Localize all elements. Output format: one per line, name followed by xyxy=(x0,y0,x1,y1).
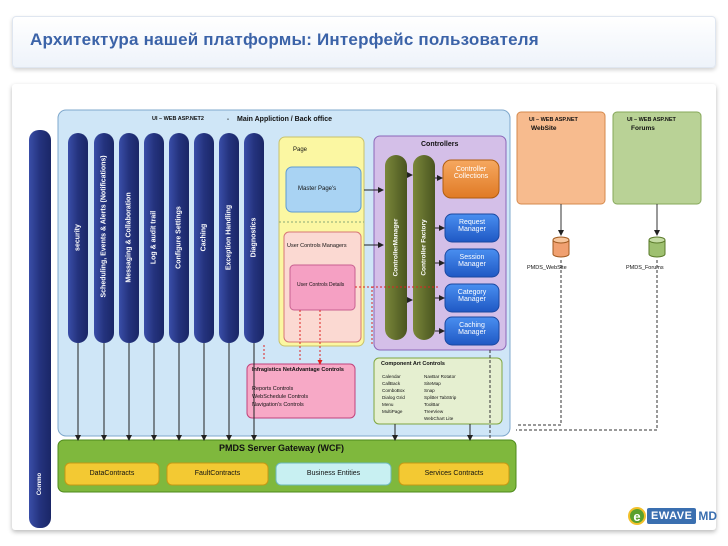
logo-e-icon: e xyxy=(628,507,646,525)
forums-db-label: PMDS_Forums xyxy=(626,265,664,271)
forums-name: Forums xyxy=(631,125,655,132)
controller-factory-bar xyxy=(413,155,435,340)
column-security-bar xyxy=(68,133,88,343)
controller-manager-label: ControllerManager xyxy=(392,218,400,277)
forums-header: UI – WEB ASP.NET xyxy=(627,117,676,123)
main-block-title: Main Appliction / Back office xyxy=(237,116,333,123)
column-label-exception: Exception Handling xyxy=(225,204,233,271)
user-controls-managers-label: User Controls Managers xyxy=(287,243,347,249)
main-block-dash: - xyxy=(227,117,229,123)
user-controls-details-label: User Controls Details xyxy=(297,282,345,288)
website-name: WebSite xyxy=(531,125,557,132)
componentart-item: MultiPage xyxy=(382,409,403,414)
column-configure-bar xyxy=(169,133,189,343)
column-scheduling-bar xyxy=(94,133,114,343)
controller-manager-bar xyxy=(385,155,407,340)
session-manager-label: Session Manager xyxy=(458,254,486,269)
ewave-logo: e EWAVE MD xyxy=(628,507,717,525)
business-entities-label: Business Entities xyxy=(306,470,361,477)
column-messaging-bar xyxy=(119,133,139,343)
session-manager-box xyxy=(444,248,500,278)
column-label-security: security xyxy=(74,224,82,251)
controller-collections-label: Controller Collections xyxy=(453,166,489,181)
componentart-item: NavBar Rotator xyxy=(424,374,456,379)
slide-title: Архитектура нашей платформы: Интерфейс п… xyxy=(30,30,539,49)
title-bar xyxy=(12,16,716,68)
request-manager-box xyxy=(444,213,500,243)
infragistics-item: WebSchedule Controls xyxy=(252,394,309,400)
forums-db-icon xyxy=(648,236,666,258)
componentart-item: Snap xyxy=(424,388,435,393)
side-links xyxy=(489,260,658,440)
componentart-item: SiteMap xyxy=(424,381,441,386)
column-label-scheduling: Scheduling, Events & Alerts (Notificatio… xyxy=(100,155,108,298)
infragistics-title: Infragistics NetAdvantage Controls xyxy=(252,367,344,373)
faultcontracts-box xyxy=(166,462,269,486)
datacontracts-box xyxy=(64,462,160,486)
gateway-arrows xyxy=(75,343,473,441)
services-contracts-label: Services Contracts xyxy=(424,470,484,477)
componentart-item: Calendar xyxy=(382,374,401,379)
column-label-diagnostics: Diagnostics xyxy=(250,217,258,258)
logo-word: EWAVE xyxy=(647,508,697,524)
componentart-item: ComboBox xyxy=(382,388,405,393)
column-exception-bar xyxy=(219,133,239,343)
column-label-messaging: Messaging & Collaboration xyxy=(125,192,133,283)
controller-collections-box xyxy=(442,159,500,199)
request-manager-label: Request Manager xyxy=(458,219,486,234)
column-caching-bar xyxy=(194,133,214,343)
infragistics-block xyxy=(246,363,356,419)
componentart-item: WebChart Lite xyxy=(424,416,454,421)
componentart-title: Component Art Controls xyxy=(381,361,445,367)
componentart-item: Dialog Grid xyxy=(382,395,405,400)
column-diagnostics-bar xyxy=(244,133,264,343)
services-contracts-box xyxy=(398,462,510,486)
forums-block xyxy=(612,111,702,205)
website-db-label: PMDS_WebSite xyxy=(527,265,567,271)
master-pages-label: Master Page's xyxy=(298,186,337,192)
main-block-ui-label: UI – WEB ASP.NET2 xyxy=(152,116,204,122)
caching-manager-label: Caching Manager xyxy=(458,322,486,337)
website-db-icon xyxy=(552,236,570,258)
page-label: Page xyxy=(293,147,308,153)
business-entities-box xyxy=(275,462,392,486)
master-pages-box xyxy=(285,166,362,213)
caching-manager-box xyxy=(444,316,500,346)
componentart-item: Splitter TabStrip xyxy=(424,395,457,400)
componentart-item: Menu xyxy=(382,402,394,407)
controller-factory-label: Controller Factory xyxy=(420,219,428,276)
column-label-caching: Caching xyxy=(200,223,208,252)
red-dotted-connectors xyxy=(263,286,440,365)
controllers-title: Controllers xyxy=(421,141,459,148)
category-manager-box xyxy=(444,283,500,313)
componentart-item: TreeView xyxy=(424,409,444,414)
faultcontracts-label: FaultContracts xyxy=(194,470,241,477)
componentart-block xyxy=(373,357,503,425)
infragistics-item: Reports Controls xyxy=(252,386,294,392)
column-label-log: Log & audit trail xyxy=(150,210,158,265)
common-bar-label: Commo xyxy=(37,472,43,496)
componentart-item: CallBack xyxy=(382,381,401,386)
column-label-configure: Configure Settings xyxy=(175,206,183,269)
gateway-title: PMDS Server Gateway (WCF) xyxy=(219,443,345,453)
website-header: UI – WEB ASP.NET xyxy=(529,117,578,123)
infragistics-item: Navigation's Controls xyxy=(252,402,304,408)
common-bar xyxy=(29,130,51,528)
datacontracts-label: DataContracts xyxy=(89,470,135,477)
logo-suffix: MD xyxy=(698,509,718,523)
column-log-bar xyxy=(144,133,164,343)
category-manager-label: Category Manager xyxy=(457,289,487,304)
componentart-item: ToolBar xyxy=(424,402,440,407)
